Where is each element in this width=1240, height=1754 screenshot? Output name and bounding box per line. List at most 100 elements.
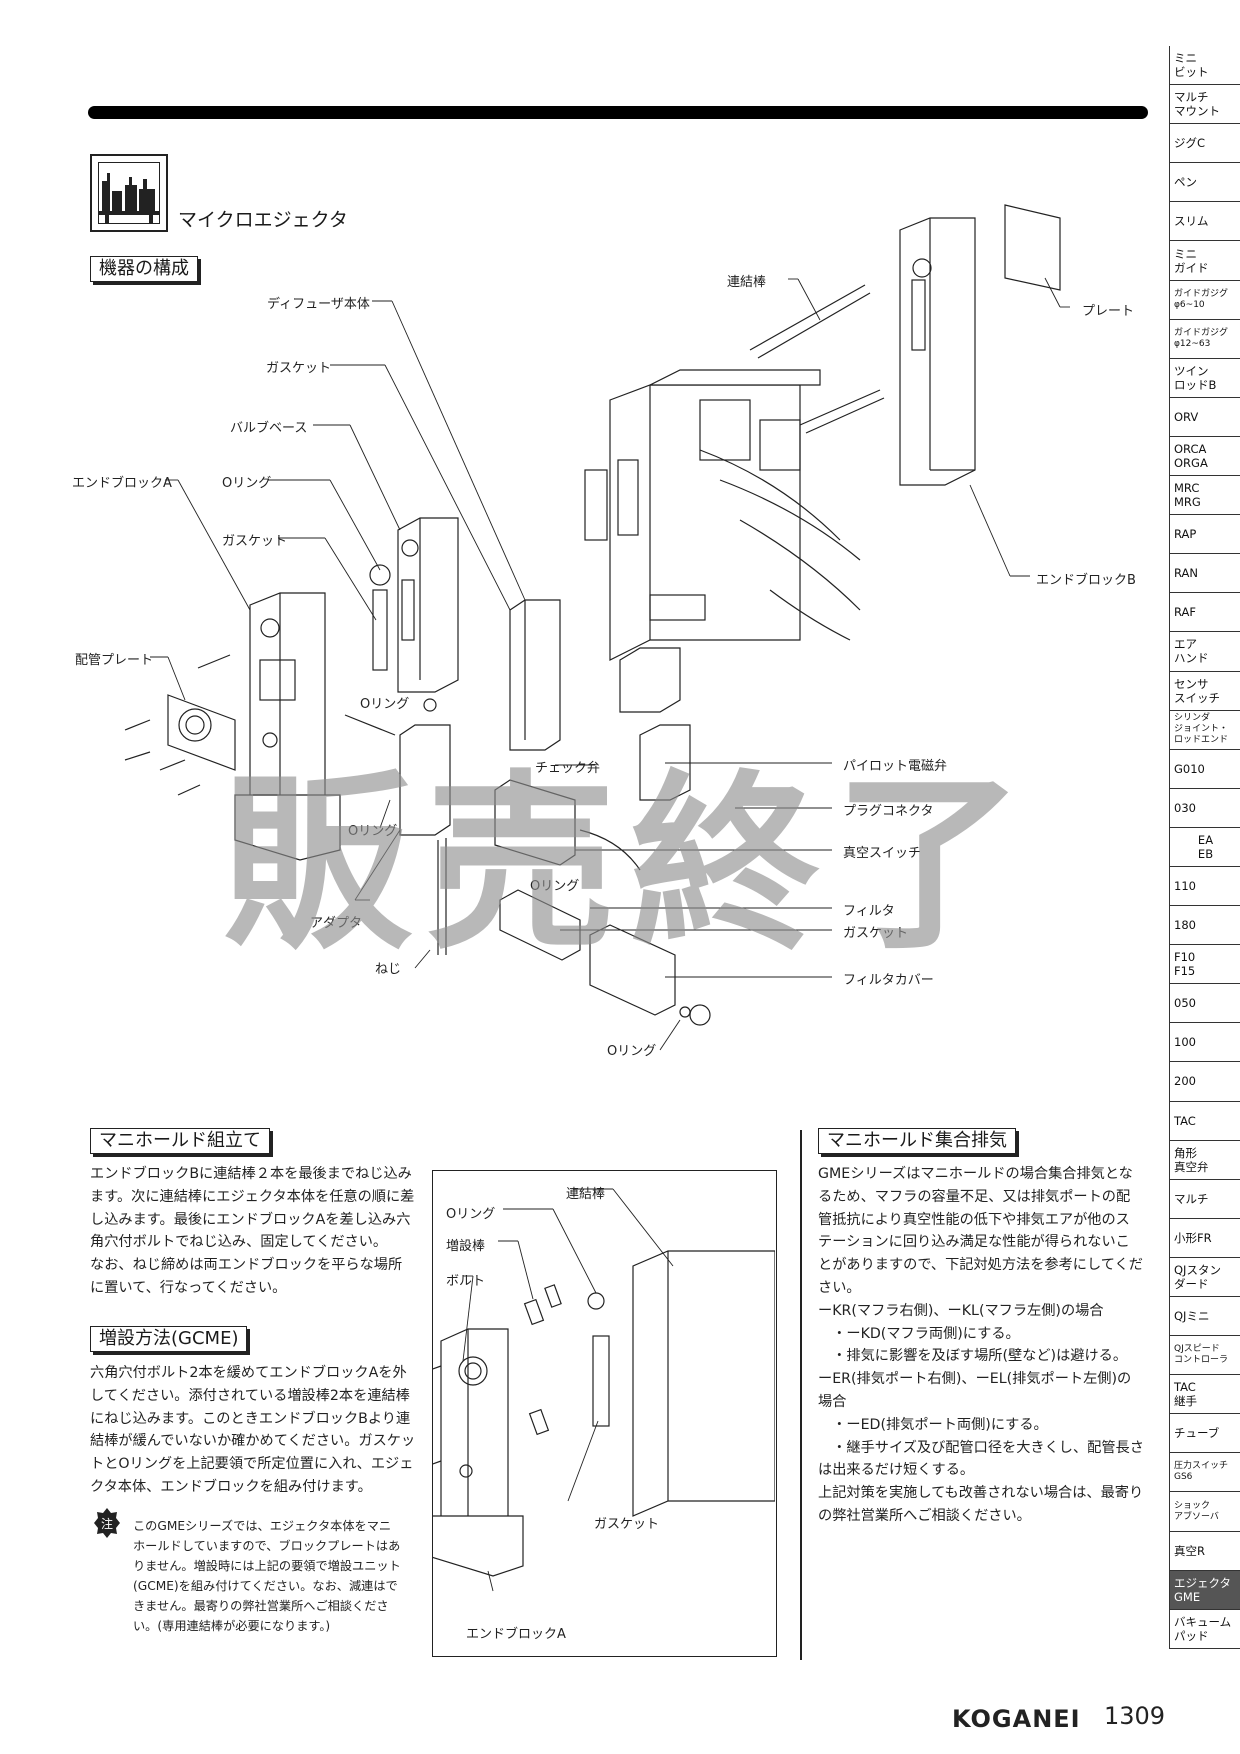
sidebar-tab-label: ジグC [1174,136,1206,151]
sidebar-tab[interactable]: RAF [1170,593,1240,633]
sidebar-tab[interactable]: RAN [1170,554,1240,594]
sidebar-tab[interactable]: ミニ ガイド [1170,241,1240,281]
sidebar-tab[interactable]: ORCA ORGA [1170,437,1240,477]
sidebar-tab[interactable]: 050 [1170,984,1240,1024]
label-vacuum-switch: 真空スイッチ [843,846,922,861]
sidebar-tab[interactable]: 200 [1170,1062,1240,1102]
sidebar-tab[interactable]: 小形FR [1170,1219,1240,1258]
sidebar-tab[interactable]: 110 [1170,867,1240,907]
label-adapter: アダプタ [310,916,363,931]
sidebar-tab[interactable]: スリム [1170,202,1240,242]
sidebar-tab[interactable]: QJスピード コントローラ [1170,1336,1240,1376]
sidebar-tab[interactable]: TAC 継手 [1170,1375,1240,1415]
sidebar-tab-label: 圧力スイッチ GS6 [1174,1461,1229,1483]
exhaust-text: GMEシリーズはマニホールドの場合集合排気となるため、マフラの容量不足、又は排気… [818,1163,1144,1528]
sidebar-tab-label: QJスピード コントローラ [1174,1344,1229,1366]
sidebar-tab-label: 小形FR [1174,1230,1212,1245]
sidebar-tab-label: マルチ マウント [1174,90,1220,119]
sidebar-tab[interactable]: ミニ ビット [1170,46,1240,86]
sidebar-tab[interactable]: TAC [1170,1102,1240,1141]
sidebar-tab[interactable]: バキューム パッド [1170,1610,1240,1649]
sidebar-tab-label: 180 [1174,918,1196,933]
fig-label-endblock-a: エンドブロックA [466,1627,566,1642]
page-number: 1309 [1104,1702,1166,1730]
section-expansion: 増設方法(GCME) [90,1326,248,1352]
sidebar-tab[interactable]: チューブ [1170,1414,1240,1454]
exhaust-paragraph: ・継手サイズ及び配管口径を大きくし、配管長さは出来るだけ短くする。 [818,1439,1144,1479]
sidebar-tab-label: F10 F15 [1174,950,1196,979]
label-gasket: ガスケット [843,926,909,941]
sidebar-tab[interactable]: RAP [1170,515,1240,555]
exhaust-paragraph: 上記対策を実施しても改善されない場合は、最寄りの弊社営業所へご相談ください。 [818,1485,1144,1524]
sidebar-tab[interactable]: シリンダ ジョイント・ ロッドエンド [1170,711,1240,750]
sidebar-tab[interactable]: 100 [1170,1023,1240,1063]
sidebar-tab[interactable]: ショック アブソーバ [1170,1492,1240,1532]
section-assembly: マニホールド組立て [90,1128,270,1154]
sidebar-tab-label: 角形 真空弁 [1174,1145,1209,1174]
sidebar-tab[interactable]: QJミニ [1170,1297,1240,1337]
label-oring: Oリング [360,697,410,712]
label-oring: Oリング [348,824,398,839]
sidebar-tab[interactable]: ツイン ロッドB [1170,359,1240,398]
sidebar-tab[interactable]: マルチ [1170,1180,1240,1219]
sidebar-tab[interactable]: エア ハンド [1170,632,1240,672]
sidebar-tab-label: RAP [1174,527,1197,542]
label-check-valve: チェック弁 [535,761,601,776]
sidebar-tab-label: ミニ ガイド [1174,246,1209,275]
fig-label-ext-rod: 増設棒 [446,1239,486,1254]
sidebar-tab[interactable]: QJスタン ダード [1170,1258,1240,1297]
sidebar-tab[interactable]: 角形 真空弁 [1170,1141,1240,1180]
fig-label-oring: Oリング [446,1207,496,1222]
sidebar-tab-label: チューブ [1174,1426,1220,1441]
sidebar-tab[interactable]: G010 [1170,750,1240,789]
fig-label-rod: 連結棒 [566,1187,606,1202]
sidebar-tab[interactable]: センサ スイッチ [1170,672,1240,711]
exploded-view-diagram [124,204,1070,1051]
label-filter: フィルタ [843,904,895,919]
assembly-paragraph: エンドブロックBに連結棒２本を最後までねじ込みます。次に連結棒にエジェクタ本体を… [90,1166,415,1251]
sidebar-tab[interactable]: MRC MRG [1170,476,1240,516]
sidebar-tab-label: ORCA ORGA [1174,441,1208,470]
sidebar-tab[interactable]: 180 [1170,906,1240,946]
sidebar-tab-label: QJミニ [1174,1309,1210,1324]
label-endblock-a: エンドブロックA [72,476,172,491]
exhaust-paragraph: GMEシリーズはマニホールドの場合集合排気となるため、マフラの容量不足、又は排気… [818,1166,1143,1296]
exhaust-paragraph: ・ーED(排気ポート両側)にする。 [818,1416,1048,1433]
label-rod: 連結棒 [727,275,767,290]
sidebar-tab[interactable]: 030 [1170,789,1240,828]
sidebar-tab-label: ORV [1174,409,1199,424]
sidebar-tab-label: 真空R [1174,1543,1205,1558]
label-piping-plate: 配管プレート [75,653,154,668]
sidebar-tab-label: エジェクタ GME [1174,1575,1232,1604]
label-diffuser: ディフューザ本体 [267,297,370,312]
fig-label-bolt: ボルト [446,1274,486,1289]
sidebar-tab[interactable]: マルチ マウント [1170,85,1240,125]
sidebar-tab[interactable]: エジェクタ GME [1170,1570,1240,1610]
assembly-figure: 連結棒 Oリング 増設棒 ボルト ガスケット エンドブロックA [412,1170,777,1657]
label-plug-connector: プラグコネクタ [843,804,934,819]
assembly-paragraph: なお、ねじ締めは両エンドブロックを平らな場所に置いて、行なってください。 [90,1257,403,1296]
sidebar-tab-label: 030 [1174,800,1196,815]
sidebar-index: ミニ ビットマルチ マウントジグC ペンスリムミニ ガイドガイドガジグ φ6~10… [1169,46,1240,1649]
product-title: マイクロエジェクタ [178,209,348,231]
sidebar-tab[interactable]: 真空R [1170,1532,1240,1571]
sidebar-tab[interactable]: ガイドガジグ φ6~10 [1170,281,1240,320]
sidebar-tab[interactable]: ガイドガジグ φ12~63 [1170,320,1240,359]
sidebar-tab[interactable]: F10 F15 [1170,945,1240,985]
note-mark: 注 [101,1516,113,1531]
sidebar-tab[interactable]: ペン [1170,163,1240,203]
column-divider [800,1130,802,1660]
expansion-text: 六角穴付ボルト2本を緩めてエンドブロックAを外してください。添付されている増設棒… [90,1365,416,1495]
sidebar-tab-label: MRC MRG [1174,481,1201,510]
sidebar-tab[interactable]: ジグC [1170,124,1240,164]
sidebar-tab-label: G010 [1174,761,1205,776]
exhaust-paragraph: ーER(排気ポート右側)、ーEL(排気ポート左側)の場合 [818,1371,1132,1410]
label-valve-base: バルブベース [230,421,308,436]
discontinued-watermark: 販売終了 [222,754,1039,975]
label-endblock-b: エンドブロックB [1036,573,1136,588]
label-plate: プレート [1082,304,1135,319]
sidebar-tab[interactable]: ORV [1170,398,1240,437]
exhaust-paragraph: ・ーKD(マフラ両側)にする。 [818,1325,1020,1342]
sidebar-tab[interactable]: EA EB [1170,828,1240,867]
sidebar-tab[interactable]: 圧力スイッチ GS6 [1170,1453,1240,1493]
